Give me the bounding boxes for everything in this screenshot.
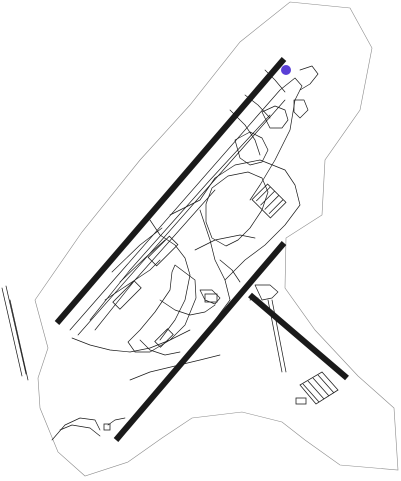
runway-crosswind [248,292,349,381]
runway-north [54,57,287,325]
terminal-buildings [103,183,339,431]
runway-south [113,241,287,442]
airport-boundary [34,1,399,477]
position-dot-icon[interactable] [281,65,291,75]
access-road [5,285,27,375]
service-road [271,299,287,373]
access-road [9,299,29,381]
access-road [1,287,23,377]
